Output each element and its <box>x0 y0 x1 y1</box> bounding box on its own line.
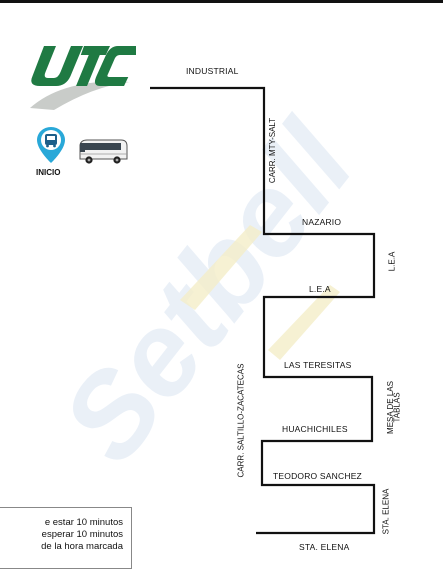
note-line-1: e estar 10 minutos <box>44 517 123 528</box>
street-label-lea-vertical: L.E.A <box>387 251 397 272</box>
start-label: INICIO <box>36 168 61 177</box>
bus-stop-pin-icon <box>37 127 65 163</box>
street-label-huachichiles: HUACHICHILES <box>282 424 348 434</box>
street-label-teodoro-sanchez: TEODORO SANCHEZ <box>273 471 362 481</box>
street-label-sta-elena-vertical: STA. ELENA <box>381 488 391 535</box>
street-label-sta-elena-horizontal: STA. ELENA <box>299 542 350 552</box>
schedule-note: e estar 10 minutos esperar 10 minutos de… <box>0 507 132 569</box>
street-label-las-teresitas: LAS TERESITAS <box>284 360 352 370</box>
street-label-lea-horizontal: L.E.A <box>309 284 331 294</box>
street-label-industrial: INDUSTRIAL <box>186 66 239 76</box>
street-label-carr-saltillo-zacatecas: CARR. SALTILLO-ZACATECAS <box>236 363 246 478</box>
route-line <box>150 86 376 535</box>
street-label-mesa-de-las-tablas-line2: TABLAS <box>392 392 402 423</box>
street-label-carr-mty-salt: CARR. MTY-SALT <box>268 117 278 184</box>
note-line-2: esperar 10 minutos <box>41 529 123 540</box>
note-line-3: de la hora marcada <box>41 541 123 552</box>
top-border-line <box>0 0 443 3</box>
utc-logo <box>30 46 136 110</box>
street-label-nazario: NAZARIO <box>302 217 342 227</box>
bus-icon <box>79 139 128 164</box>
